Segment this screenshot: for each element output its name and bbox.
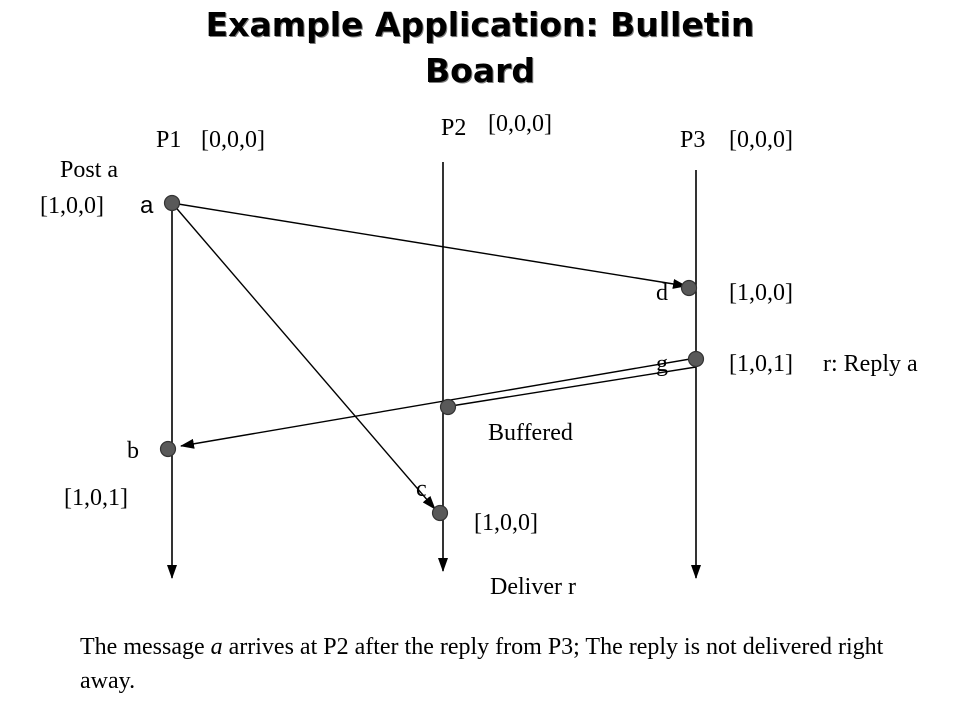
deliver-note: Deliver r (490, 574, 576, 600)
event-dot-b (159, 440, 177, 458)
event-d-label: d (656, 280, 668, 306)
event-dot-d (680, 279, 698, 297)
message-a-to-p2 (171, 202, 436, 510)
event-a-clock: [1,0,0] (40, 193, 104, 219)
process-p3-label: P3 (680, 127, 705, 153)
event-d-clock: [1,0,0] (729, 280, 793, 306)
process-p1-clock: [0,0,0] (201, 127, 265, 153)
buffered-note: Buffered (488, 420, 573, 446)
title-line-2: Board (425, 51, 535, 90)
process-p1-label: P1 (156, 127, 181, 153)
caption: The message a arrives at P2 after the re… (80, 630, 940, 698)
message-r-to-p1 (180, 357, 697, 449)
message-a-to-p3 (171, 202, 687, 289)
caption-part-1: The message (80, 634, 211, 660)
event-dot-g (687, 350, 705, 368)
event-c-clock: [1,0,0] (474, 510, 538, 536)
caption-part-2: arrives at P2 after the reply from P3; T… (80, 634, 884, 694)
event-b-clock: [1,0,1] (64, 485, 128, 511)
event-g-note: r: Reply a (823, 351, 918, 377)
process-p2-label: P2 (441, 115, 466, 141)
event-dot-c (431, 504, 449, 522)
event-g-clock: [1,0,1] (729, 351, 793, 377)
event-dot-buffered (439, 398, 457, 416)
event-c-label: c (416, 476, 427, 502)
title-line-1: Example Application: Bulletin (205, 5, 755, 44)
slide-title: Example Application: Bulletin Board (0, 2, 960, 94)
event-a-note: Post a (60, 157, 118, 183)
caption-italic-a: a (210, 634, 223, 660)
event-b-label: b (127, 438, 139, 464)
process-p3-clock: [0,0,0] (729, 127, 793, 153)
event-dot-a (163, 194, 181, 212)
message-r-to-p2 (450, 366, 697, 407)
event-g-label: g (656, 351, 668, 377)
process-p2-clock: [0,0,0] (488, 111, 552, 137)
event-a-label: a (140, 192, 154, 219)
